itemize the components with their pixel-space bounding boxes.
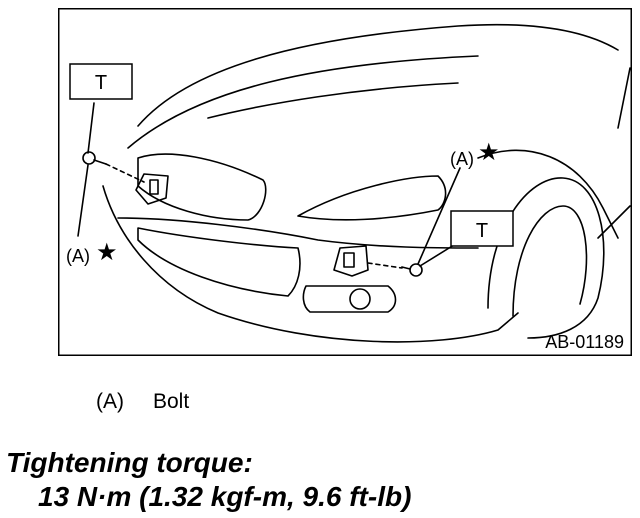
left-bracket xyxy=(135,173,169,205)
right-bolt-axis xyxy=(367,262,403,269)
left-bolt-label: (A) xyxy=(66,246,90,266)
left-torque-box xyxy=(69,63,133,100)
right-bolt-leader xyxy=(417,167,461,265)
left-torque-leader xyxy=(87,102,95,154)
tire-outline xyxy=(512,205,588,317)
right-torque-box xyxy=(450,210,514,247)
legend-key: (A) xyxy=(96,390,124,413)
left-bolt-head xyxy=(82,151,96,165)
hood-inner-line xyxy=(207,82,459,119)
left-bolt-leader xyxy=(77,164,89,237)
right-star-icon: ★ xyxy=(478,139,500,166)
torque-title: Tightening torque: xyxy=(6,447,253,478)
figure-frame xyxy=(58,8,632,356)
figure-code: AB-01189 xyxy=(545,332,624,352)
left-bolt-axis xyxy=(105,163,145,183)
fender-line xyxy=(477,149,619,239)
door-line xyxy=(597,205,631,239)
lower-grille xyxy=(137,227,301,297)
hood-crease xyxy=(127,55,479,149)
right-headlight xyxy=(297,175,447,221)
car-front-drawing xyxy=(77,23,631,343)
a-pillar xyxy=(617,67,631,129)
right-bolt-label: (A) xyxy=(450,149,474,169)
left-headlight xyxy=(137,153,267,221)
left-torque-symbol: T xyxy=(95,72,107,94)
left-star-icon: ★ xyxy=(96,239,118,266)
fog-lamp xyxy=(349,288,371,310)
legend-text: Bolt xyxy=(153,390,190,413)
hood-top-line xyxy=(137,23,619,127)
bumper-bracket-diagram: T T (A) ★ (A) ★ AB-01189 xyxy=(58,8,632,356)
left-bolt-shaft xyxy=(93,159,107,165)
right-bracket-slot xyxy=(343,252,355,268)
fog-light-bezel xyxy=(302,285,397,313)
torque-value: 13 N·m (1.32 kgf-m, 9.6 ft-lb) xyxy=(38,481,412,512)
left-bracket-slot xyxy=(149,179,159,195)
bumper-upper-edge xyxy=(117,217,479,249)
right-bolt-shaft xyxy=(401,266,411,270)
right-bolt-head xyxy=(409,263,423,277)
right-bracket xyxy=(333,245,369,277)
right-torque-symbol: T xyxy=(476,220,488,242)
bumper-outline xyxy=(102,185,519,343)
legend: (A) Bolt xyxy=(96,390,189,414)
